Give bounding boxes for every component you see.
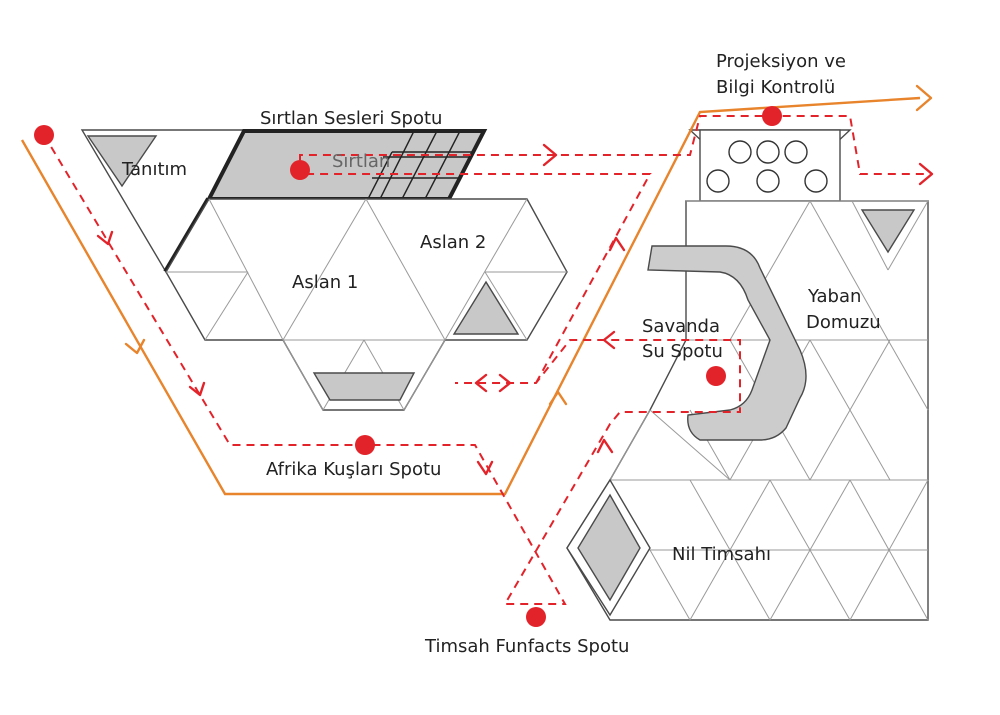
timsah-funfacts-label: Timsah Funfacts Spotu [424, 636, 629, 657]
aslan1-label: Aslan 1 [292, 272, 358, 293]
projeksiyon-seats [706, 140, 828, 193]
spot-route [43, 115, 934, 605]
aslan2-label: Aslan 2 [420, 232, 486, 253]
projeksiyon-label-1: Projeksiyon ve [716, 51, 846, 72]
timsah-spot-dot [526, 607, 546, 627]
tanitim-label: Tanıtım [121, 159, 187, 180]
savanda-label-1: Savanda [642, 316, 720, 337]
savanda-spot-dot [706, 366, 726, 386]
yaban-marker [860, 209, 916, 254]
afrika-spot-dot [355, 435, 375, 455]
labels: Tanıtım Sırtlan Aslan 1 Aslan 2 Yaban Do… [121, 51, 881, 657]
sirtlan-hatching [367, 130, 472, 200]
nil-marker [577, 493, 641, 602]
yaban-label-1: Yaban [807, 286, 861, 307]
sirtlan-spot-dot [290, 160, 310, 180]
afrika-kuslari-label: Afrika Kuşları Spotu [266, 459, 441, 480]
sirtlan-sesleri-label: Sırtlan Sesleri Spotu [260, 108, 442, 129]
left-building [80, 129, 568, 411]
projeksiyon-label-2: Bilgi Kontrolü [716, 77, 835, 98]
water-stream [647, 245, 807, 441]
tanitim-marker [86, 135, 158, 188]
nil-timsahi-label: Nil Timsahı [672, 544, 771, 565]
savanda-label-2: Su Spotu [642, 341, 723, 362]
yaban-label-2: Domuzu [806, 312, 881, 333]
spot-route-arrows [96, 143, 934, 476]
sirtlan-label: Sırtlan [332, 151, 390, 172]
aslan-grid [166, 198, 567, 411]
main-route-arrow [124, 338, 146, 355]
main-route-arrow [548, 390, 568, 406]
projeksiyon-spot-dot [762, 106, 782, 126]
start-spot-dot [34, 125, 54, 145]
spot-route-line [43, 115, 930, 605]
aslan2-marker [452, 280, 520, 335]
aslan-bottom-marker [312, 372, 416, 401]
spot-dots [34, 106, 782, 627]
right-building [566, 129, 929, 621]
main-route-arrow [915, 84, 933, 112]
